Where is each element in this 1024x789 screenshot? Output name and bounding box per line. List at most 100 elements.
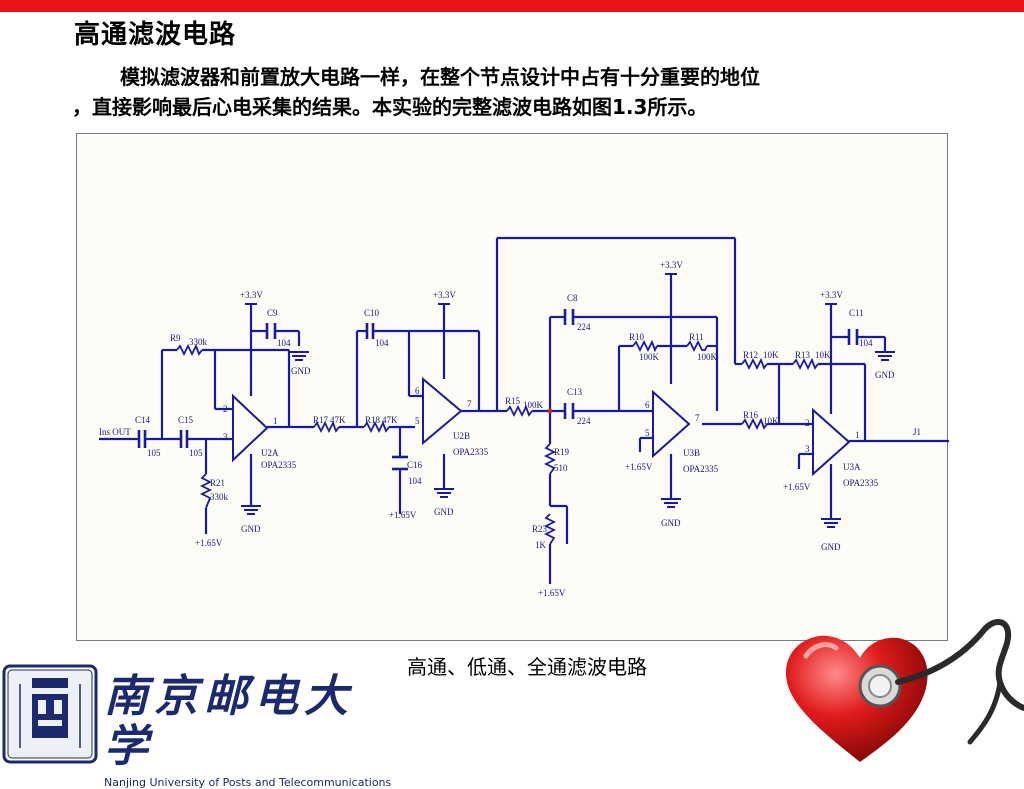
u2a-value: OPA2335	[261, 460, 297, 470]
vcc-label: +3.3V	[433, 290, 456, 300]
r12-ref: R12	[743, 350, 758, 360]
gnd-icon	[821, 518, 841, 528]
opamp-u3b	[652, 389, 691, 459]
resistor-r9	[176, 343, 203, 357]
pin-label: 7	[467, 399, 472, 409]
r9-ref: R9	[170, 333, 181, 343]
university-name-en: Nanjing University of Posts and Telecomm…	[104, 776, 392, 789]
c15-value: 105	[189, 448, 203, 458]
r15-ref: R15	[505, 396, 521, 406]
r10-ref: R10	[629, 332, 645, 342]
r23-value: 1K	[535, 540, 547, 550]
input-label: Ins OUT	[99, 427, 131, 437]
schematic-labels: Ins OUT J1 C14 105 C15 105 R21 330k +1.6…	[99, 260, 921, 598]
r12-value: 10K	[763, 350, 779, 360]
paragraph-line-2: ，直接影响最后心电采集的结果。本实验的完整滤波电路如图1.3所示。	[72, 95, 708, 119]
pin-label: 5	[415, 416, 420, 426]
r11-value: 100K	[697, 352, 718, 362]
resistor-r13	[792, 357, 819, 371]
r10-value: 100K	[639, 352, 660, 362]
gnd-icon	[661, 498, 681, 508]
wires	[99, 236, 949, 584]
top-accent-bar	[0, 0, 1024, 12]
r15-value: 100K	[523, 400, 544, 410]
capacitor-c8	[563, 309, 575, 325]
gnd-label: GND	[241, 524, 261, 534]
slide-paragraph: 模拟滤波器和前置放大电路一样，在整个节点设计中占有十分重要的地位 ，直接影响最后…	[72, 62, 962, 122]
c9-value: 104	[277, 338, 291, 348]
pin-label: 3	[805, 444, 810, 454]
resistor-r10	[632, 339, 658, 353]
capacitor-c13	[563, 403, 575, 419]
pin-label: 6	[645, 400, 650, 410]
u2a-ref: U2A	[261, 448, 279, 458]
r21-value: 330k	[210, 492, 229, 502]
r16-ref: R16	[743, 410, 759, 420]
vcc-label: +3.3V	[660, 260, 683, 270]
u2b-ref: U2B	[453, 431, 470, 441]
c8-value: 224	[577, 322, 591, 332]
gnd-label: GND	[875, 370, 895, 380]
r16-value: 10K	[763, 416, 779, 426]
pin-label: 3	[223, 432, 228, 442]
u3a-ref: U3A	[843, 462, 861, 472]
r13-ref: R13	[795, 350, 811, 360]
slide-title: 高通滤波电路	[74, 20, 237, 50]
r23-ref: R23	[532, 524, 548, 534]
c10-value: 104	[375, 338, 389, 348]
pin-label: 7	[695, 413, 700, 423]
circuit-diagram: Ins OUT J1 C14 105 C15 105 R21 330k +1.6…	[76, 133, 949, 641]
c16-value: 104	[408, 476, 422, 486]
resistor-r16	[741, 417, 768, 431]
resistor-r11	[686, 339, 708, 353]
u3a-value: OPA2335	[843, 478, 879, 488]
c11-ref: C11	[849, 308, 864, 318]
gnd-icon	[241, 505, 261, 515]
capacitor-c10	[365, 323, 375, 339]
resistor-r18	[363, 420, 390, 434]
c14-value: 105	[147, 448, 161, 458]
r19-value: 510	[554, 463, 568, 473]
pin-label: 1	[273, 416, 278, 426]
c13-ref: C13	[567, 387, 583, 397]
opamp-u2a	[232, 393, 269, 463]
opamps	[232, 376, 851, 477]
opamp-u2b	[422, 376, 463, 446]
r17-ref: R17	[313, 415, 329, 425]
r17-value: 47K	[330, 415, 346, 425]
figure-caption: 高通、低通、全通滤波电路	[407, 655, 647, 679]
resistor-r15	[506, 404, 533, 418]
c15-ref: C15	[178, 415, 194, 425]
c14-ref: C14	[135, 415, 151, 425]
c9-ref: C9	[267, 308, 278, 318]
c10-ref: C10	[364, 308, 380, 318]
gnd-label: GND	[821, 542, 841, 552]
vref-label: +1.65V	[625, 462, 653, 472]
gnd-icon	[875, 351, 895, 361]
capacitor-c14	[137, 430, 147, 448]
resistor-r19	[543, 443, 557, 475]
capacitor-c9	[265, 323, 277, 339]
capacitor-c15	[179, 430, 189, 448]
r11-ref: R11	[689, 332, 704, 342]
r21-ref: R21	[210, 478, 225, 488]
c11-value: 104	[859, 338, 873, 348]
c13-value: 224	[577, 416, 591, 426]
output-label: J1	[913, 427, 921, 437]
r13-value: 10K	[815, 350, 831, 360]
pin-label: 1	[855, 430, 860, 440]
r9-value: 330k	[189, 337, 208, 347]
r18-ref: R18	[365, 415, 381, 425]
pin-label: 5	[645, 428, 650, 438]
university-name-cn: 南京邮电大学	[104, 671, 354, 772]
resistor-r23	[543, 513, 557, 545]
university-name: 南京邮电大学 Nanjing University of Posts and T…	[104, 672, 394, 789]
gnd-icon	[289, 351, 309, 361]
pin-label: 2	[223, 404, 228, 414]
gnd-icon	[434, 488, 454, 498]
pin-label: 6	[415, 386, 420, 396]
vcc-label: +3.3V	[820, 290, 843, 300]
vcc-symbols	[245, 273, 837, 305]
gnd-label: GND	[661, 518, 681, 528]
junction-dots	[547, 408, 553, 414]
